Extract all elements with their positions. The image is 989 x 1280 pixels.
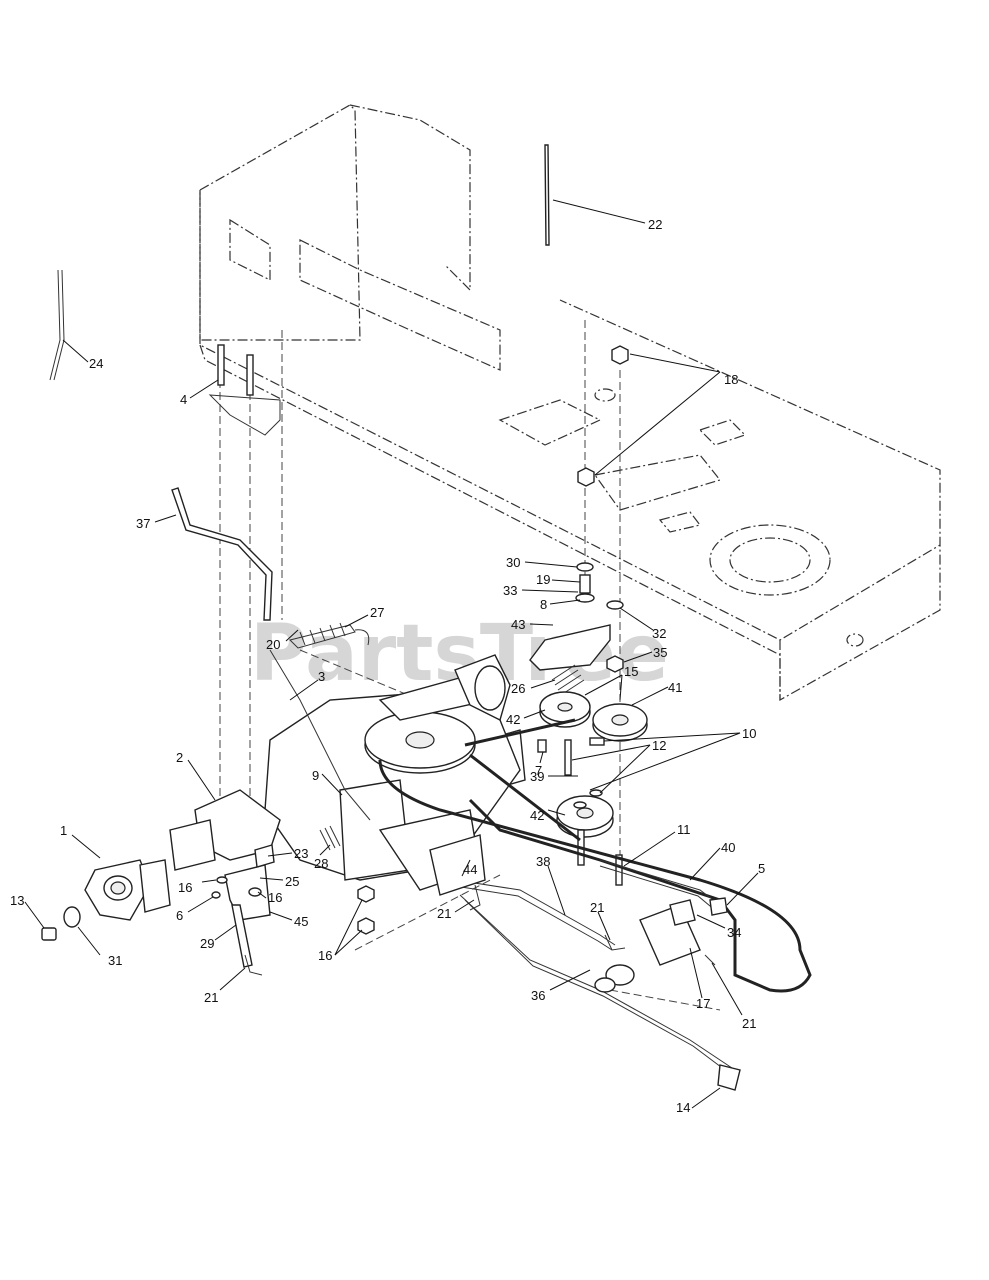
part-17-lever-assembly [594, 897, 728, 993]
part-12-39-hardware [537, 737, 605, 809]
callout-21d: 21 [742, 1016, 756, 1031]
callout-31: 31 [108, 953, 122, 968]
part-36-38-rods [454, 879, 741, 1091]
callout-13: 13 [10, 893, 24, 908]
part-4-bolts [208, 344, 281, 436]
part-44-plate [429, 834, 486, 896]
callout-17: 17 [696, 996, 710, 1011]
callout-21a: 21 [204, 990, 218, 1005]
part-37-rod [171, 487, 273, 621]
callout-2: 2 [176, 750, 183, 765]
callout-12: 12 [652, 738, 666, 753]
callout-9: 9 [312, 768, 319, 783]
callout-10: 10 [742, 726, 756, 741]
callout-38: 38 [536, 854, 550, 869]
part-11-bolt [615, 854, 623, 886]
callout-21c: 21 [590, 900, 604, 915]
callout-16c: 16 [318, 948, 332, 963]
callout-45: 45 [294, 914, 308, 929]
callout-19: 19 [536, 572, 550, 587]
part-21-clips [244, 884, 716, 976]
callout-28: 28 [314, 856, 328, 871]
drive-belt [378, 718, 812, 993]
tractor-frame [199, 104, 941, 702]
part-27-spring [289, 622, 370, 649]
part-13-bolt [41, 927, 57, 941]
callout-25: 25 [285, 874, 299, 889]
callout-44: 44 [463, 862, 477, 877]
callout-15: 15 [624, 664, 638, 679]
part-43-bracket [529, 624, 624, 673]
callout-21b: 21 [437, 906, 451, 921]
callout-8: 8 [540, 597, 547, 612]
callout-1: 1 [60, 823, 67, 838]
callout-36: 36 [531, 988, 545, 1003]
callout-6: 6 [176, 908, 183, 923]
callout-33: 33 [503, 583, 517, 598]
callout-24: 24 [89, 356, 103, 371]
callout-4: 4 [180, 392, 187, 407]
callout-16b: 16 [268, 890, 282, 905]
callout-26: 26 [511, 681, 525, 696]
callout-30: 30 [506, 555, 520, 570]
callout-27: 27 [370, 605, 384, 620]
part-41-idler-pulley [592, 703, 648, 742]
callout-43: 43 [511, 617, 525, 632]
callout-34: 34 [727, 925, 741, 940]
part-24-rod [49, 269, 65, 381]
part-31-washer [63, 906, 81, 928]
callout-42a: 42 [506, 712, 520, 727]
part-42-pulley [556, 795, 614, 866]
callout-22: 22 [648, 217, 662, 232]
callout-35: 35 [653, 645, 667, 660]
callout-42b: 42 [530, 808, 544, 823]
part-3-cable [269, 649, 371, 821]
callout-37: 37 [136, 516, 150, 531]
part-22-rod [544, 144, 550, 246]
part-1-hub [84, 859, 171, 921]
callout-32: 32 [652, 626, 666, 641]
callouts: 1 2 3 4 5 6 7 8 9 10 11 12 13 14 15 [10, 199, 765, 1115]
part-18-nuts [577, 345, 629, 487]
callout-29: 29 [200, 936, 214, 951]
part-29-arm [231, 904, 253, 968]
callout-23: 23 [294, 846, 308, 861]
callout-20: 20 [266, 637, 280, 652]
callout-39: 39 [530, 769, 544, 784]
callout-40: 40 [721, 840, 735, 855]
callout-5: 5 [758, 861, 765, 876]
callout-41: 41 [668, 680, 682, 695]
callout-7: 7 [535, 763, 542, 778]
part-26-spring [551, 664, 585, 696]
callout-14: 14 [676, 1100, 690, 1115]
callout-18: 18 [724, 372, 738, 387]
callout-11: 11 [677, 822, 691, 837]
callout-3: 3 [318, 669, 325, 684]
part-stack-hardware [575, 562, 624, 610]
callout-16a: 16 [178, 880, 192, 895]
